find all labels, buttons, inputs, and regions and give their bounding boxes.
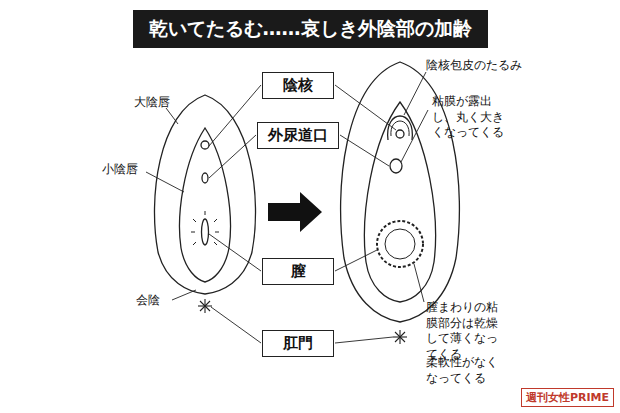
outer-labia	[154, 95, 255, 294]
part-box: 陰核	[262, 72, 334, 99]
leader-line	[335, 250, 377, 271]
inner-labia	[364, 102, 435, 302]
part-box: 肛門	[262, 330, 334, 357]
leader-line	[211, 307, 261, 343]
part-label: 粘膜が露出し、丸く大きくなってくる	[432, 94, 508, 141]
leader-line	[335, 85, 396, 130]
clitoris	[201, 141, 209, 149]
clitoral-hood	[388, 116, 413, 140]
change-arrow	[268, 192, 322, 232]
leader-line	[209, 85, 261, 146]
urethra	[390, 159, 402, 173]
leader-line	[340, 135, 389, 166]
vagina-rays	[191, 211, 219, 245]
anus-asterisk	[393, 330, 407, 344]
part-label: 会陰	[136, 293, 160, 309]
title-banner: 乾いてたるむ……哀しき外陰部の加齢	[133, 10, 488, 48]
part-label: 陰核包皮のたるみ	[426, 58, 522, 74]
vagina-ring	[377, 221, 423, 267]
part-box: 外尿道口	[257, 122, 339, 149]
leader-line	[335, 337, 393, 343]
inner-labia	[180, 128, 231, 282]
part-name: 陰核	[273, 76, 323, 95]
vagina	[202, 219, 209, 245]
part-label: 膣まわりの粘膜部分は乾燥して薄くなってくる	[426, 300, 502, 362]
label-leaders	[146, 72, 428, 302]
part-name: 外尿道口	[268, 126, 328, 145]
urethra	[202, 173, 208, 183]
anus-asterisk	[198, 299, 212, 313]
part-label: 小陰唇	[102, 162, 138, 178]
part-box: 膣	[262, 258, 334, 285]
clitoris	[396, 130, 404, 138]
part-label: 柔軟性がなくなってくる	[426, 355, 502, 386]
part-name: 膣	[273, 262, 323, 281]
leader-line	[209, 135, 256, 178]
leader-line	[209, 234, 261, 271]
part-label: 大陰唇	[134, 95, 170, 111]
part-name: 肛門	[273, 334, 323, 353]
watermark: 週刊女性PRIME	[521, 388, 614, 407]
vagina-ring	[385, 229, 415, 259]
